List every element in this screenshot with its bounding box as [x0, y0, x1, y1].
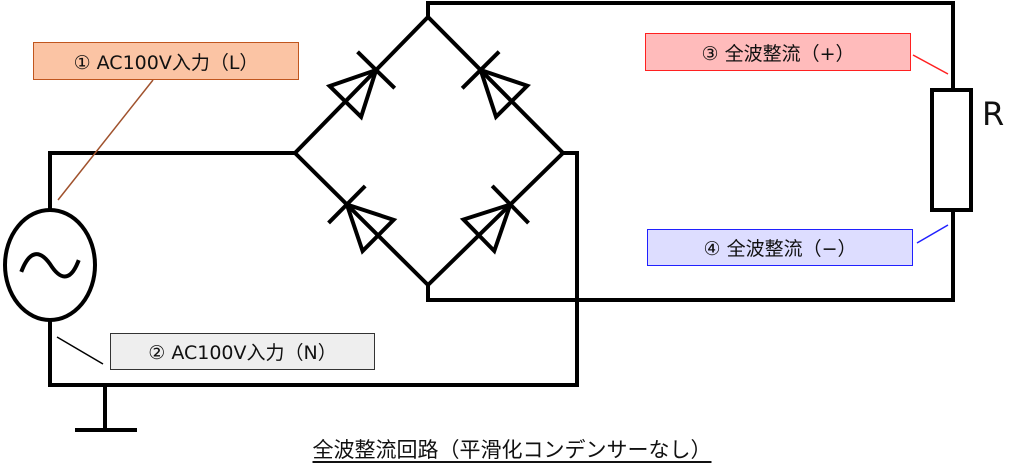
leader-line-n [56, 336, 104, 365]
label-ac-input-l: ① AC100V入力（L） [33, 42, 299, 80]
leader-line-neg [916, 224, 949, 244]
diode-cathode-bar [327, 184, 367, 225]
bridge-diamond [292, 14, 566, 288]
label-ac-input-n: ② AC100V入力（N） [110, 333, 375, 370]
diode-cathode-bar [356, 50, 397, 90]
diode-triangle [325, 66, 380, 121]
ac-source-icon [3, 208, 97, 322]
diode-icon [325, 50, 397, 121]
diagram-title: 全波整流回路（平滑化コンデンサーなし） [0, 434, 1024, 464]
diode-triangle [343, 201, 398, 255]
sine-wave-icon [19, 252, 81, 279]
diagram-title-text: 全波整流回路（平滑化コンデンサーなし） [312, 438, 712, 462]
label-rectified-negative: ④ 全波整流（−） [647, 229, 913, 266]
leader-line-pos [912, 54, 949, 75]
label-rectified-positive: ③ 全波整流（+） [645, 33, 911, 71]
wire-live [48, 151, 297, 212]
diode-triangle [477, 66, 531, 121]
diode-cathode-bar [460, 50, 501, 90]
wire-neutral [48, 151, 579, 387]
diode-cathode-bar [490, 184, 530, 225]
resistor-label: R [982, 95, 1005, 133]
leader-line-l [57, 79, 154, 201]
diode-icon [459, 184, 530, 255]
resistor [930, 88, 973, 212]
diode-icon [327, 184, 398, 255]
diode-triangle [459, 201, 514, 255]
ground-icon [75, 383, 137, 432]
diode-icon [460, 50, 531, 121]
